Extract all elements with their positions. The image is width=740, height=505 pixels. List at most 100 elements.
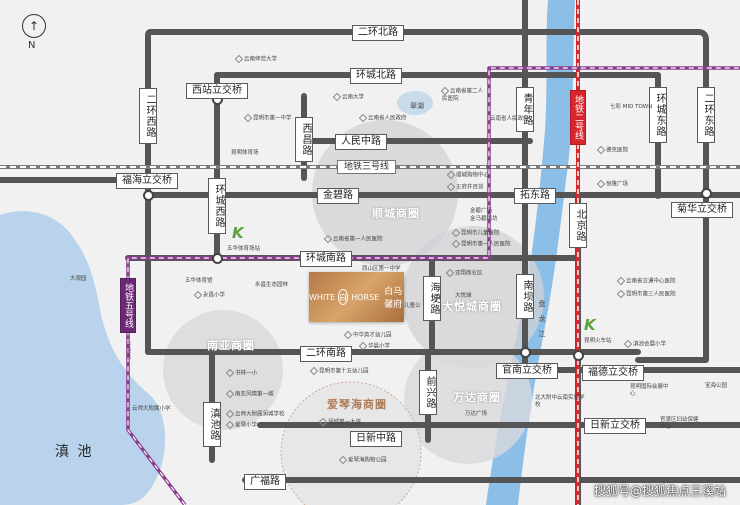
- poi[interactable]: 永昌小学: [193, 290, 225, 300]
- poi[interactable]: 云南省交通中心医院: [616, 276, 676, 286]
- poi[interactable]: 北大附中云南实验学校: [535, 395, 585, 408]
- white-horse-project-marker[interactable]: WHITE 白 HORSE 白马馨府: [309, 272, 404, 322]
- road-huancheng-nan[interactable]: 环城南路: [300, 251, 352, 267]
- poi[interactable]: 昆明市第三人民医院: [616, 289, 676, 299]
- poi[interactable]: 中华英才幼儿园: [343, 330, 392, 340]
- compass-icon: ↑: [22, 14, 46, 38]
- zone-aiqinhai-label[interactable]: 爱琴海商圈: [327, 398, 387, 411]
- zone-dayue-label[interactable]: 大悦城商圈: [442, 300, 502, 313]
- poi[interactable]: 昆明市第十五幼儿园: [309, 366, 369, 376]
- road-juhua-interchange[interactable]: 菊华立交桥: [671, 202, 733, 218]
- road-huancheng-dong[interactable]: 环城东路: [649, 87, 667, 143]
- cuihu-label: 翠湖: [410, 102, 424, 110]
- poi[interactable]: 昆明市第一中学: [243, 113, 292, 123]
- wuhua-station-marker[interactable]: [212, 253, 223, 264]
- zone-dayue-circle: [402, 226, 544, 368]
- poi[interactable]: 官渡区妇幼保健中心: [660, 417, 699, 430]
- road-jinbi[interactable]: 金碧路: [317, 188, 359, 204]
- metro-line-3-label[interactable]: 地铁三号线: [337, 160, 397, 174]
- dianchi-lake: [0, 211, 166, 505]
- poi[interactable]: 顺城购物中心: [446, 170, 489, 180]
- poi[interactable]: 滇池会展小学: [623, 339, 666, 349]
- juhua-interchange-marker[interactable]: [701, 188, 712, 199]
- road-beijing[interactable]: 北京路: [569, 203, 587, 248]
- poi[interactable]: 金马碧鸡坊: [470, 216, 498, 222]
- poi[interactable]: 万达广场: [465, 411, 488, 417]
- poi[interactable]: 西山区第一中学: [362, 266, 401, 272]
- road-erhuan-xi[interactable]: 二环西路: [139, 88, 157, 144]
- fuhai-interchange-marker[interactable]: [143, 190, 154, 201]
- road-renmin-zhong[interactable]: 人民中路: [335, 134, 387, 150]
- poi[interactable]: 书林一小: [225, 368, 257, 378]
- poi[interactable]: 金碧广场: [470, 208, 493, 214]
- road-qianxing[interactable]: 前兴路: [419, 370, 437, 415]
- poi[interactable]: 王府井百货: [446, 182, 484, 192]
- poi[interactable]: 大观园: [70, 276, 87, 282]
- project-name-en-right: HORSE: [351, 292, 380, 302]
- poi[interactable]: 昆明市第一人民医院: [451, 239, 511, 249]
- road-huancheng-bei[interactable]: 环城北路: [350, 68, 402, 84]
- poi[interactable]: 昆明市儿童医院: [451, 228, 500, 238]
- metro-line-2-label[interactable]: 地铁二号线: [570, 90, 586, 145]
- project-name-en-left: WHITE: [309, 292, 336, 302]
- poi[interactable]: 五华体育馆: [185, 278, 213, 284]
- metro-line-5-label[interactable]: 地铁五号线: [120, 278, 136, 333]
- poi[interactable]: 德克医院: [596, 145, 628, 155]
- poi[interactable]: 润城第一大道: [318, 417, 361, 427]
- compass-arrow: ↑: [28, 19, 40, 33]
- poi[interactable]: 云南省第一人民医院: [323, 234, 383, 244]
- road-erhuan-dong[interactable]: 二环东路: [697, 87, 715, 143]
- road-haigeng[interactable]: 海埂路: [423, 276, 441, 321]
- fude-interchange-marker[interactable]: [573, 350, 584, 361]
- zone-wanda-label[interactable]: 万达商圈: [453, 391, 501, 404]
- poi[interactable]: 云南省人民政府: [490, 116, 529, 122]
- poi[interactable]: 云师大附属小学: [132, 406, 171, 412]
- poi[interactable]: 云南省第二人民医院: [440, 86, 484, 102]
- road-xichang[interactable]: 西昌路: [295, 117, 313, 162]
- guannan-interchange-marker[interactable]: [520, 347, 531, 358]
- compass-label: N: [28, 40, 36, 51]
- road-nanba[interactable]: 南坝路: [516, 274, 534, 319]
- poi[interactable]: 爱琴小学: [225, 420, 257, 430]
- road-guannan-interchange[interactable]: 官南立交桥: [496, 363, 558, 379]
- road-fuhai-interchange[interactable]: 福海立交桥: [116, 173, 178, 189]
- poi[interactable]: 七彩 MID TOWN: [610, 104, 653, 110]
- poi[interactable]: 云南师范大学: [234, 54, 277, 64]
- poi[interactable]: 大悦城: [455, 293, 472, 299]
- poi[interactable]: 云南省人民政府: [358, 113, 407, 123]
- poi[interactable]: 永昌生态园林: [255, 282, 289, 288]
- poi[interactable]: 爱琴海购物公园: [338, 455, 387, 465]
- poi[interactable]: 恒隆广场: [596, 179, 628, 189]
- zone-nanya-label[interactable]: 南亚商圈: [207, 339, 255, 352]
- poi[interactable]: 云南大学: [332, 92, 364, 102]
- poi[interactable]: 宝海公园: [705, 383, 728, 389]
- road-tuodong[interactable]: 拓东路: [514, 188, 556, 204]
- poi[interactable]: 云师大附属润城学校: [225, 409, 285, 419]
- k-station-icon: K: [232, 224, 244, 242]
- road-huancheng-xi[interactable]: 环城西路: [208, 178, 226, 234]
- road-qingnian[interactable]: 青年路: [516, 87, 534, 132]
- road-erhuan-nan[interactable]: 二环南路: [300, 346, 352, 362]
- poi[interactable]: 华晨小学: [358, 341, 390, 351]
- poi[interactable]: 南亚风情第一城: [225, 389, 274, 399]
- river-label: 盘龙江: [538, 300, 546, 345]
- poi[interactable]: 昆明体育场: [231, 150, 259, 156]
- project-name-cn: 白马馨府: [384, 287, 403, 310]
- project-emblem-icon: 白: [338, 289, 349, 305]
- poi[interactable]: 昆明火车站: [584, 338, 612, 344]
- road-xizhan-interchange[interactable]: 西站立交桥: [186, 83, 248, 99]
- cuihu-lake: [397, 91, 433, 115]
- road-rixin-interchange[interactable]: 日新立交桥: [584, 418, 646, 434]
- poi[interactable]: 五华体育场站: [227, 246, 261, 252]
- poi[interactable]: 亚翔商业区: [445, 268, 483, 278]
- road-fude-interchange[interactable]: 福德立交桥: [582, 365, 644, 381]
- lake-label: 滇 池: [55, 444, 94, 460]
- road-rixin-zhong[interactable]: 日新中路: [350, 431, 402, 447]
- poi[interactable]: 昆明国际会展中心: [630, 384, 669, 397]
- road-erhuan-bei[interactable]: 二环北路: [352, 25, 404, 41]
- road-guangfu[interactable]: 广福路: [244, 474, 286, 490]
- zone-shuncheng-label[interactable]: 顺城商圈: [372, 207, 420, 220]
- road-dianchi[interactable]: 滇池路: [203, 402, 221, 447]
